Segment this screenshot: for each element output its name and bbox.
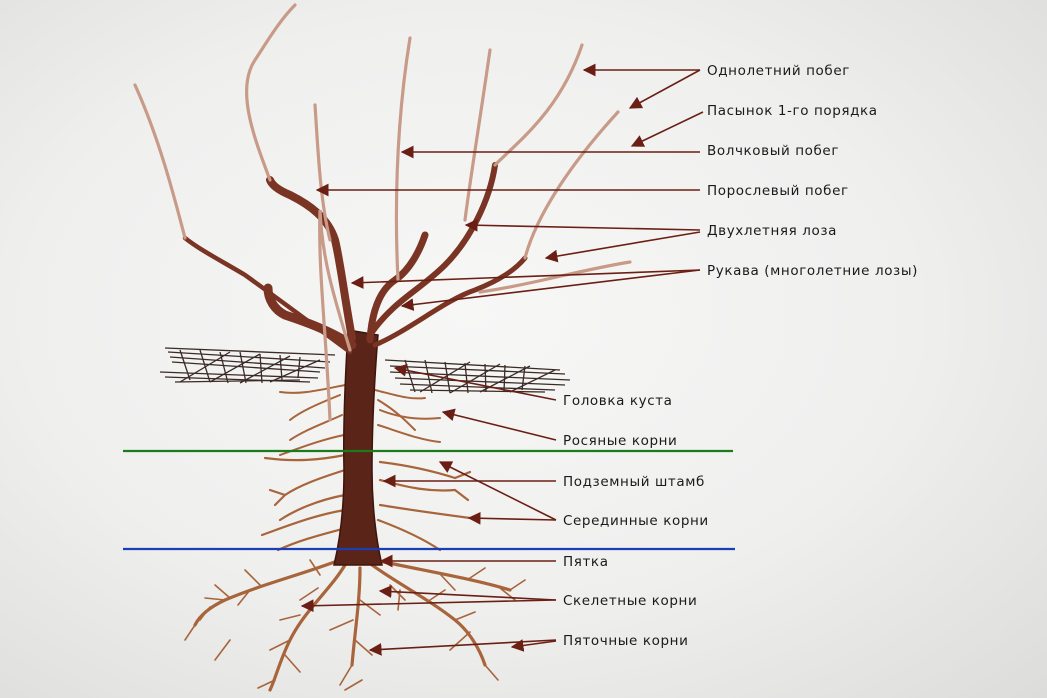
labels: Однолетний побег Пасынок 1-го порядка Во… xyxy=(563,63,918,649)
label-lateral-first-order: Пасынок 1-го порядка xyxy=(707,103,878,119)
mulch-right xyxy=(384,359,571,394)
label-arms: Рукава (многолетние лозы) xyxy=(707,263,918,279)
label-two-year-cane: Двухлетняя лоза xyxy=(707,223,837,239)
trunk xyxy=(333,329,383,566)
label-skeletal-roots: Скелетные корни xyxy=(563,593,697,609)
leader-arrows xyxy=(300,63,704,656)
label-dew-roots: Росяные корни xyxy=(563,433,677,449)
label-water-shoot: Волчковый побег xyxy=(707,143,839,159)
mulch-left xyxy=(159,347,336,384)
skeletal-roots xyxy=(193,558,512,692)
annual-shoots xyxy=(133,3,632,422)
label-heel-roots: Пяточные корни xyxy=(563,633,688,649)
label-bush-head: Головка куста xyxy=(563,393,673,409)
label-underground-trunk: Подземный штамб xyxy=(563,474,705,490)
label-heel: Пятка xyxy=(563,554,609,570)
label-annual-shoot: Однолетний побег xyxy=(707,63,850,79)
label-middle-roots: Серединные корни xyxy=(563,513,709,529)
label-sucker-shoot: Порослевый побег xyxy=(707,183,849,199)
dew-roots xyxy=(279,384,441,456)
vine-arms xyxy=(182,162,528,355)
